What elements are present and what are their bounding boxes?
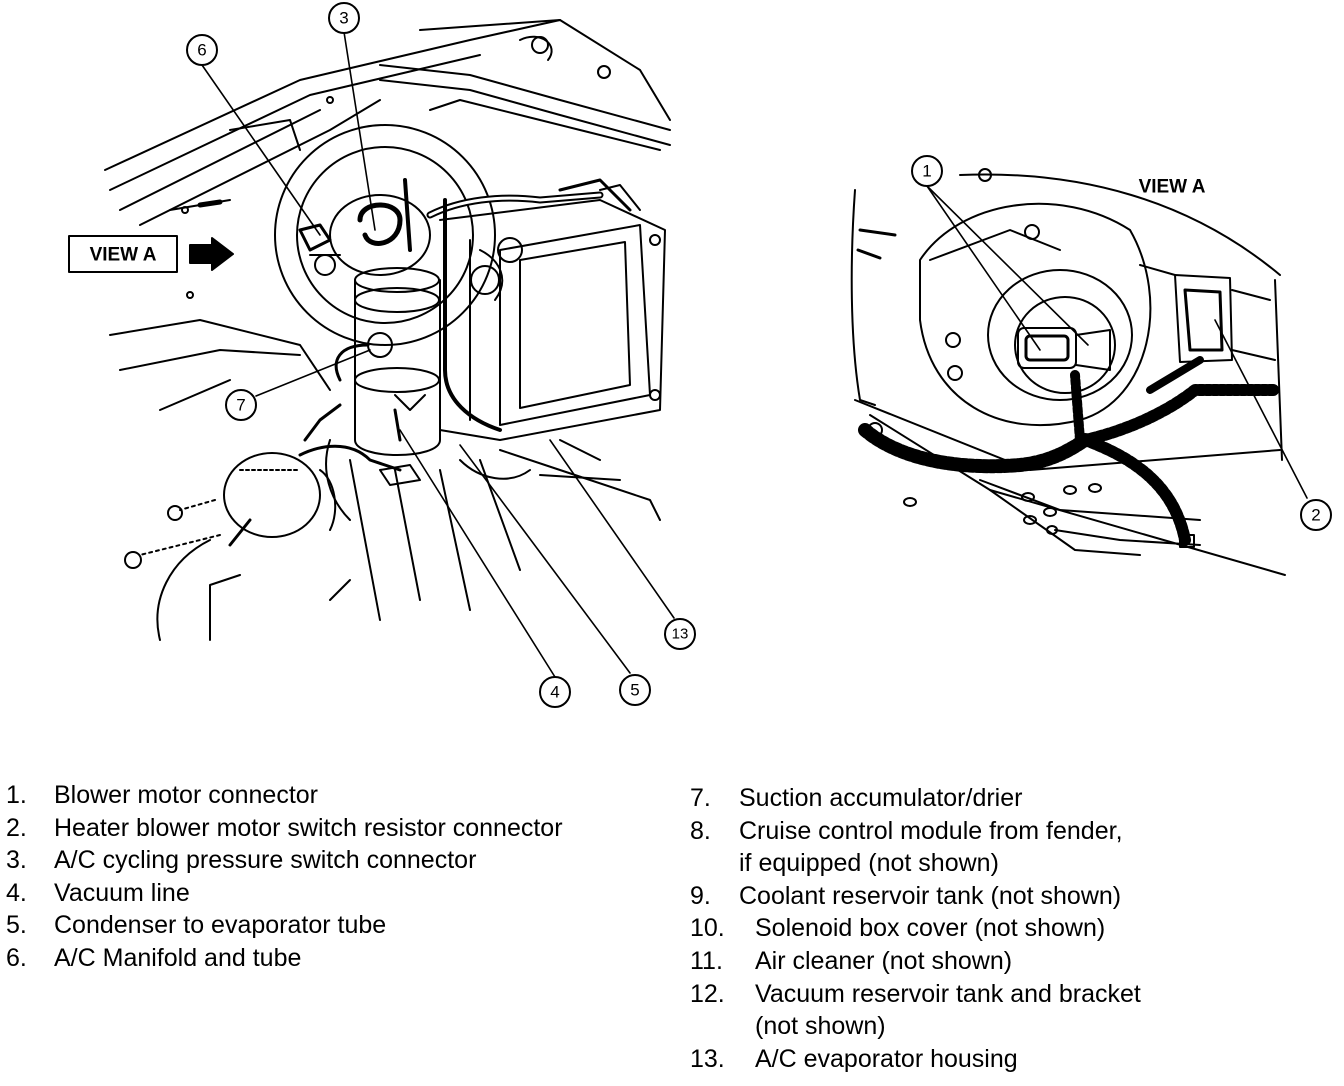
legend-item: 5. Condenser to evaporator tube <box>6 909 676 942</box>
callout-6-number: 6 <box>197 41 206 60</box>
callout-2-number: 2 <box>1311 506 1320 525</box>
legend-item-text: Vacuum reservoir tank and bracket (not s… <box>755 979 1141 1041</box>
legend-item-text: A/C evaporator housing <box>755 1044 1018 1073</box>
legend-item: 10. Solenoid box cover (not shown) <box>690 912 1340 945</box>
legend-item: 8. Cruise control module from fender, if … <box>690 815 1340 880</box>
callout-2 <box>1300 499 1332 531</box>
legend-item-number: 7. <box>690 784 711 812</box>
callout-4 <box>539 676 571 708</box>
legend-right-column: 7. Suction accumulator/drier 8. Cruise cont… <box>690 782 1340 1075</box>
callout-5-number: 5 <box>630 681 639 700</box>
legend-item-number: 6. <box>6 943 27 972</box>
legend-item-text: Coolant reservoir tank (not shown) <box>739 881 1122 910</box>
view-a-box-text: VIEW A <box>90 245 157 266</box>
legend-item: 3. A/C cycling pressure switch connector <box>6 844 676 877</box>
legend-item-number: 3. <box>6 846 27 875</box>
legend-item: 6. A/C Manifold and tube <box>6 942 676 975</box>
legend-item: 7. Suction accumulator/drier <box>690 782 1340 815</box>
view-a-label-box <box>68 235 178 273</box>
legend-item-text: Vacuum line <box>54 878 190 907</box>
legend-item-number: 9. <box>690 881 711 910</box>
legend-item-text: Solenoid box cover (not shown) <box>755 914 1106 943</box>
callout-3 <box>328 2 360 34</box>
callout-1 <box>911 155 943 187</box>
main-illustration <box>104 19 671 641</box>
legend-item-text: Condenser to evaporator tube <box>54 911 387 940</box>
callout-6 <box>186 34 218 66</box>
legend-item-number: 2. <box>6 813 27 842</box>
legend-item-text: Blower motor connector <box>54 781 319 809</box>
legend-item: 13. A/C evaporator housing <box>690 1043 1340 1076</box>
legend-item-number: 12. <box>690 979 725 1008</box>
legend-item-number: 1. <box>6 781 27 809</box>
legend-item-number: 4. <box>6 878 27 907</box>
callout-7-number: 7 <box>236 396 245 415</box>
legend-item: 9. Coolant reservoir tank (not shown) <box>690 880 1340 913</box>
callout-5 <box>619 674 651 706</box>
legend-item-number: 8. <box>690 816 711 845</box>
legend-item-number: 10. <box>690 914 725 943</box>
legend-item-text: A/C Manifold and tube <box>54 943 302 972</box>
legend-item-text: Cruise control module from fender, if eq… <box>739 816 1123 878</box>
callout-3-number: 3 <box>339 9 348 28</box>
callout-13 <box>664 618 696 650</box>
legend-item-text: Heater blower motor switch resistor conn… <box>54 813 563 842</box>
legend-item: 2. Heater blower motor switch resistor co… <box>6 812 676 845</box>
legend-item-text: Suction accumulator/drier <box>739 784 1023 812</box>
legend-item: 12. Vacuum reservoir tank and bracket (no… <box>690 978 1340 1043</box>
view-a-arrow-icon <box>189 237 234 271</box>
engine-compartment-diagram: 3 6 7 4 5 13 1 2 VIEW A VIEW A <box>68 2 1332 708</box>
callout-7 <box>225 389 257 421</box>
view-a-inset-illustration <box>850 168 1286 576</box>
legend-item-number: 5. <box>6 911 27 940</box>
legend-left-column: 1. Blower motor connector 2. Heater blower … <box>6 779 676 975</box>
legend-item: 11. Air cleaner (not shown) <box>690 945 1340 978</box>
callout-1-number: 1 <box>922 162 931 181</box>
callout-4-number: 4 <box>550 683 559 702</box>
legend-item: 1. Blower motor connector <box>6 779 676 812</box>
view-a-inset-title: VIEW A <box>1139 177 1206 198</box>
legend-item-text: Air cleaner (not shown) <box>755 946 1013 975</box>
legend-item: 4. Vacuum line <box>6 877 676 910</box>
legend-item-number: 13. <box>690 1044 725 1073</box>
callout-13-number: 13 <box>672 626 689 643</box>
legend-item-number: 11. <box>690 946 723 975</box>
legend-item-text: A/C cycling pressure switch connector <box>54 846 477 875</box>
